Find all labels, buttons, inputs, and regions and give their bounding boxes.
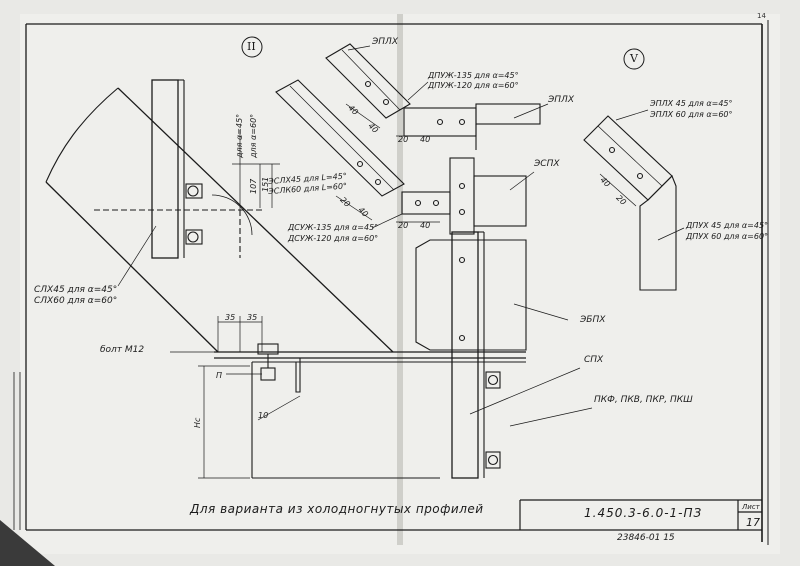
- label-eplkh45-r: ЭПЛХ 45 для α=45°: [650, 99, 733, 108]
- dim-35-left: 35: [225, 313, 236, 322]
- right-detail: [583, 109, 685, 291]
- roman-numeral-left: II: [247, 40, 256, 53]
- dim-20-a: 20: [398, 135, 409, 144]
- dim-Hc: Нс: [193, 417, 202, 428]
- label-slkh45: СЛХ45 для α=45°: [34, 285, 118, 295]
- label-spkh: СПХ: [584, 355, 604, 365]
- label-dpuzh135: ДПУЖ-135 для α=45°: [428, 71, 519, 80]
- dim-angle-45: для α=45°: [235, 113, 244, 158]
- drawing-note: Для варианта из холодногнутых профилей: [190, 502, 484, 516]
- roman-circle-right: [623, 48, 645, 70]
- label-pkf: ПКФ, ПКВ, ПКР, ПКШ: [594, 395, 693, 405]
- dim-40-c: 40: [420, 135, 431, 144]
- label-dpuzh120: ДПУЖ-120 для α=60°: [428, 81, 519, 90]
- corner-page-number: 14: [757, 12, 766, 20]
- dim-angle-60: для α=60°: [249, 113, 258, 158]
- corner-shadow: [0, 520, 55, 566]
- roman-numeral-right: V: [630, 52, 638, 65]
- sheet-number: 17: [746, 516, 760, 529]
- dim-20-c: 20: [398, 221, 409, 230]
- label-eplkh60-r: ЭПЛХ 60 для α=60°: [650, 110, 733, 119]
- roman-circle-left: [241, 36, 263, 58]
- archive-number: 23846-01 15: [617, 533, 675, 543]
- label-slkh60: СЛХ60 для α=60°: [34, 296, 118, 306]
- label-dpukh45: ДПУХ 45 для α=45°: [686, 221, 769, 230]
- dim-10: 10: [258, 411, 269, 420]
- title-block: [519, 499, 762, 530]
- dim-35-right: 35: [247, 313, 258, 322]
- label-dpukh60: ДПУХ 60 для α=60°: [686, 232, 769, 241]
- label-dsuzh135: ДСУЖ-135 для α=45°: [288, 223, 379, 232]
- document-number: 1.450.3-6.0-1-ПЗ: [584, 506, 703, 520]
- drawing-frame: [13, 20, 769, 545]
- label-eplkh-right: ЭПЛХ: [548, 95, 574, 105]
- label-ebpkh: ЭБПХ: [580, 315, 606, 325]
- dim-107: 107: [249, 178, 258, 194]
- dim-40-e: 40: [420, 221, 431, 230]
- left-detail: [45, 79, 526, 479]
- sheet-label: Лист: [742, 503, 760, 511]
- dim-151: 151: [261, 176, 270, 192]
- label-bolt-m12: болт М12: [100, 345, 145, 355]
- centre-detail: [275, 43, 593, 479]
- dim-P: П: [216, 371, 223, 380]
- label-espkh: ЭСПХ: [534, 159, 560, 169]
- label-eplkh: ЭПЛХ: [372, 37, 398, 47]
- label-dsuzh120: ДСУЖ-120 для α=60°: [288, 234, 379, 243]
